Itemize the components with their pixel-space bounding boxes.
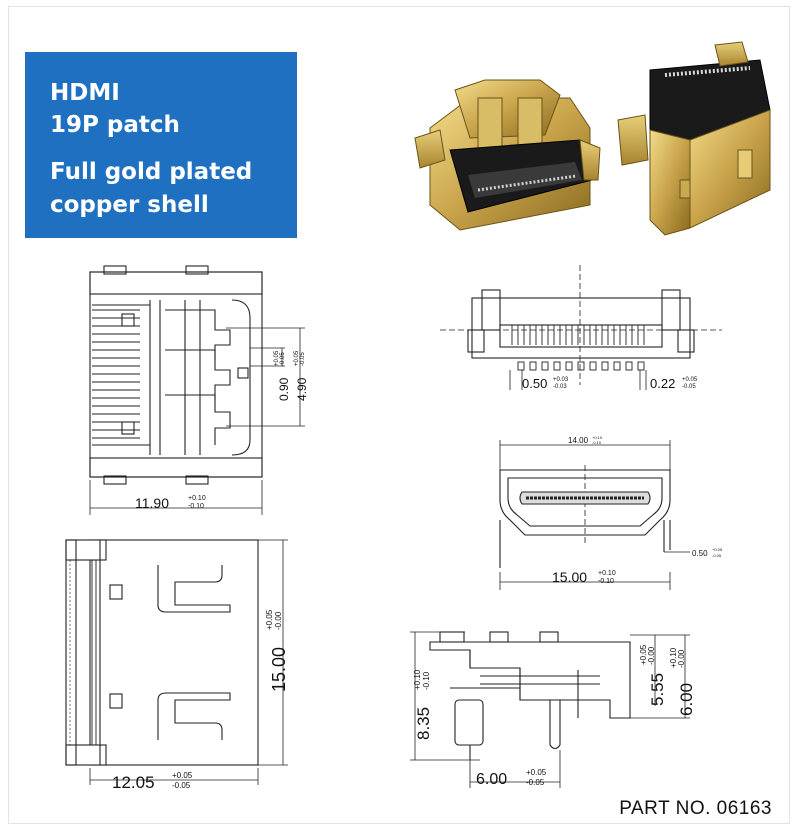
dim-0.50-main: 0.50 xyxy=(522,376,547,391)
dim-14.00: 14.00 +0.10 -0.10 xyxy=(568,435,603,445)
dim-6.00a-tol-top: +0.10 xyxy=(669,647,678,668)
dim-0.50-tol-top: +0.03 xyxy=(553,377,569,383)
dim-14.00-tol-top: +0.10 xyxy=(592,435,603,440)
dim-5.55: 5.55 +0.05 -0.00 xyxy=(639,644,667,706)
dim-12.05: 12.05 +0.05 -0.05 xyxy=(112,771,193,792)
dim-6.00a-main: 6.00 xyxy=(677,683,696,716)
dim-12.05-tol-top: +0.05 xyxy=(172,771,193,780)
dim-11.90-tol-top: +0.10 xyxy=(188,495,206,502)
dim-0.50-pitch: 0.50 +0.03 -0.03 xyxy=(522,376,569,391)
dim-15.00b-tol-top: +0.05 xyxy=(265,609,274,630)
banner-title: HDMI xyxy=(50,80,120,106)
banner-feature-line2: copper shell xyxy=(50,192,209,218)
dim-6.00-height: 6.00 +0.10 -0.00 xyxy=(669,647,696,716)
connector-photo-front xyxy=(414,79,601,231)
drawing-pin-side-view xyxy=(89,265,305,515)
banner-feature-line1: Full gold plated xyxy=(50,159,253,185)
dim-15.00b-tol-bot: -0.00 xyxy=(274,611,283,630)
dim-0.50-tol-bot: -0.03 xyxy=(553,384,567,390)
dim-0.50b-tol-top: +0.05 xyxy=(712,547,723,552)
dim-11.90-main: 11.90 xyxy=(135,495,169,511)
dim-6.00b-tol-top: +0.05 xyxy=(526,768,547,777)
dim-6.00b-main: 6.00 xyxy=(476,771,507,788)
dim-6.00a-tol-bot: -0.00 xyxy=(677,649,686,668)
part-number: PART NO. 06163 xyxy=(619,798,772,819)
dim-5.55-main: 5.55 xyxy=(648,673,667,706)
dim-0.50b-main: 0.50 xyxy=(692,549,708,558)
dim-15.00a-tol-top: +0.10 xyxy=(598,570,616,577)
drawing-side-profile xyxy=(410,631,690,788)
dim-4.90-tol-top: +0.05 xyxy=(294,350,300,366)
dim-0.22: 0.22 +0.05 -0.05 xyxy=(650,376,698,391)
dim-0.22-main: 0.22 xyxy=(650,376,675,391)
dim-8.35: 8.35 +0.10 -0.10 xyxy=(413,669,433,740)
dim-15.00b-main: 15.00 xyxy=(269,647,289,692)
dim-0.90-main: 0.90 xyxy=(277,377,291,401)
dim-14.00-tol-bot: -0.10 xyxy=(592,440,602,445)
dim-8.35-main: 8.35 xyxy=(414,707,433,740)
dim-11.90: 11.90 +0.10 -0.10 xyxy=(135,495,206,511)
drawing-socket-face-view xyxy=(499,440,690,590)
drawing-frame xyxy=(8,6,790,824)
dim-0.22-tol-bot: -0.05 xyxy=(682,384,696,390)
dim-0.22-tol-top: +0.05 xyxy=(682,377,698,383)
dim-6.00-pins: 6.00 +0.05 -0.05 xyxy=(476,768,547,788)
dim-15.00-length: 15.00 +0.05 -0.00 xyxy=(265,609,289,692)
dim-0.90: 0.90 +0.05 -0.05 xyxy=(274,350,291,401)
dim-4.90-main: 4.90 xyxy=(295,377,309,401)
drawing-contact-front-view xyxy=(440,265,722,390)
dim-5.55-tol-bot: -0.00 xyxy=(647,646,656,665)
dim-4.90-tol-bot: -0.05 xyxy=(300,352,306,366)
feature-banner: HDMI 19P patch Full gold plated copper s… xyxy=(25,52,297,238)
dim-15.00a-tol-bot: -0.10 xyxy=(598,578,614,585)
dim-0.50b-tol-bot: -0.05 xyxy=(712,553,722,558)
dim-0.50-shell: 0.50 +0.05 -0.05 xyxy=(692,547,723,558)
dim-14.00-main: 14.00 xyxy=(568,436,589,445)
dim-0.90-tol-top: +0.05 xyxy=(274,350,280,366)
dim-15.00-width: 15.00 +0.10 -0.10 xyxy=(552,569,616,585)
dim-4.90: 4.90 +0.05 -0.05 xyxy=(294,350,309,401)
banner-subtitle: 19P patch xyxy=(50,112,180,138)
dim-0.90-tol-bot: -0.05 xyxy=(280,352,286,366)
connector-photo-rear xyxy=(617,41,771,236)
dim-8.35-tol-bot: -0.10 xyxy=(422,671,431,690)
dim-12.05-main: 12.05 xyxy=(112,773,155,792)
dim-8.35-tol-top: +0.10 xyxy=(413,669,422,690)
dim-12.05-tol-bot: -0.05 xyxy=(172,781,191,790)
dim-11.90-tol-bot: -0.10 xyxy=(188,503,204,510)
dim-15.00a-main: 15.00 xyxy=(552,569,587,585)
dim-5.55-tol-top: +0.05 xyxy=(639,644,648,665)
drawing-top-view xyxy=(65,539,288,785)
dim-6.00b-tol-bot: -0.05 xyxy=(526,778,545,787)
